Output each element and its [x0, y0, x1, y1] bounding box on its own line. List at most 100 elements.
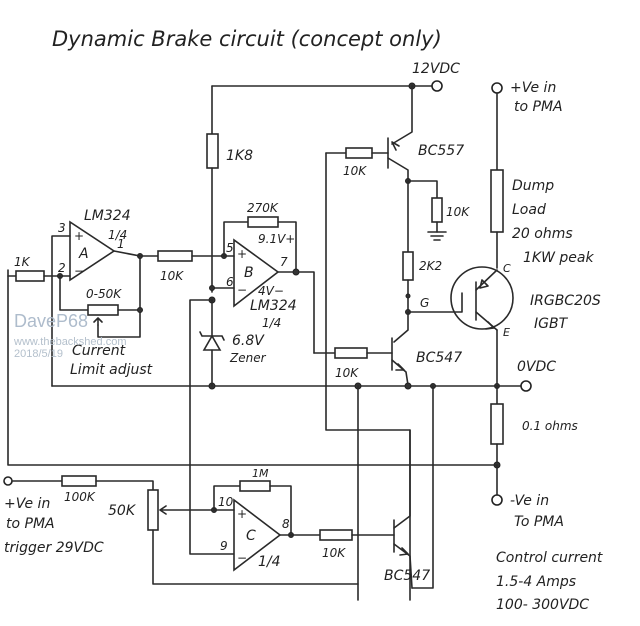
label-load-1: Dump: [512, 178, 554, 194]
opamp-b-fraction: 1/4: [262, 316, 281, 330]
opamp-b-chip: LM324: [250, 298, 297, 314]
transistor-bc547-trigger: BC547: [384, 429, 430, 589]
label-bc557-base-r: 10K: [343, 164, 367, 178]
opamp-c-pin9: 9: [220, 539, 228, 553]
pnp-arrow-icon: [391, 141, 400, 151]
resistor-10k-c: [319, 529, 353, 541]
resistor-100k: [61, 475, 97, 487]
pot-wiper-icon: [159, 505, 215, 515]
pot-0-50k: [87, 304, 119, 316]
label-1k: 1K: [14, 255, 31, 269]
label-1k8: 1K8: [226, 148, 253, 164]
transistor-bc547-gate: BC547 10K: [313, 311, 462, 386]
rail-0v: [51, 382, 498, 601]
opamp-a-chip: LM324: [84, 208, 131, 224]
label-270k: 270K: [247, 201, 279, 215]
label-trigger-2: to PMA: [6, 516, 55, 532]
label-1m: 1M: [252, 467, 269, 480]
opamp-b-pin5: 5: [226, 241, 234, 255]
label-pma-neg-1: -Ve in: [510, 493, 549, 509]
note-amps: 1.5-4 Amps: [496, 574, 576, 590]
opamp-b-vminus: 4V−: [258, 284, 284, 298]
dump-load-resistor: [490, 169, 504, 233]
trigger-input: 100K 50K +Ve in to PMA trigger 29VDC: [3, 475, 359, 585]
rail-12v: 12VDC: [211, 61, 460, 92]
label-load-3: 20 ohms: [512, 226, 573, 242]
label-shunt: 0.1 ohms: [522, 419, 578, 433]
wiper-arrow-icon: [93, 317, 103, 326]
ground-icon: [427, 231, 447, 241]
watermark-site: www.thebackshed.com: [13, 336, 127, 348]
opamp-a-fraction: 1/4: [108, 228, 127, 242]
opamp-c-pin10: 10: [218, 495, 234, 509]
zener-6v8: 6.8V Zener: [199, 299, 267, 387]
terminal-trigger[interactable]: [3, 476, 13, 486]
sense-wire: [7, 269, 498, 466]
opamp-b-pin7: 7: [280, 255, 288, 269]
label-bc547-gate: BC547: [416, 350, 462, 366]
igbt-arrow-icon: [479, 279, 489, 289]
opamp-b: 270K 5 6 7 + − B 9.1V+ 4V− LM324 1/4: [208, 201, 315, 354]
opamp-b-pin6: 6: [226, 275, 234, 289]
opamp-a-pin1: 1: [117, 237, 125, 251]
shunt-resistor: [490, 403, 504, 445]
label-pma-pos-2: to PMA: [514, 99, 563, 115]
label-current-limit-2: Limit adjust: [70, 362, 153, 378]
pot-50k: [147, 489, 159, 531]
label-current-limit-1: Current: [72, 343, 126, 359]
terminal-pma-neg[interactable]: [491, 494, 503, 506]
opamp-c-pin8: 8: [282, 517, 290, 531]
label-emitter: E: [503, 326, 510, 339]
opamp-a-unit: A: [78, 246, 89, 262]
opamp-a-minus: −: [74, 264, 84, 278]
resistor-1k-in: [15, 270, 45, 282]
label-bc547-trigger: BC547: [384, 568, 430, 584]
ref-wire-c: [189, 299, 235, 555]
opamp-c-plus: +: [237, 507, 247, 521]
terminal-pma-pos[interactable]: [491, 82, 503, 94]
label-collector: C: [503, 262, 511, 275]
label-bc557: BC557: [418, 143, 464, 159]
label-bc547-base-r: 10K: [335, 366, 359, 380]
opamp-a: + − A LM324 1/4 3 2 1 1K 0-50K 10K Curre…: [7, 208, 225, 387]
resistor-270k: [247, 216, 279, 228]
label-zener-v: 6.8V: [232, 333, 265, 349]
watermark-author: DaveP68: [14, 311, 88, 331]
opamp-c-fraction: 1/4: [258, 554, 281, 570]
label-gate: G: [420, 296, 429, 310]
label-pma-pos-1: +Ve in: [510, 80, 556, 96]
label-100k: 100K: [64, 490, 96, 504]
label-load-4: 1KW peak: [523, 250, 594, 266]
npn-arrow-icon: [395, 363, 405, 371]
label-load-2: Load: [512, 202, 546, 218]
note-control-current: Control current: [496, 550, 603, 566]
label-pulldown-10k: 10K: [446, 205, 470, 219]
label-12vdc: 12VDC: [412, 61, 460, 77]
power-column: 0VDC 0.1 ohms +Ve in to PMA Dump Load 20…: [490, 80, 594, 530]
label-trigger-1: +Ve in: [4, 496, 50, 512]
label-10k-c: 10K: [322, 546, 346, 560]
resistor-1m: [239, 480, 271, 492]
resistor-10k-a-b: [157, 250, 193, 262]
resistor-1k8: 1K8: [206, 85, 253, 293]
opamp-a-pin3: 3: [58, 221, 66, 235]
label-trigger-3: trigger 29VDC: [4, 540, 104, 556]
terminal-0vdc[interactable]: [520, 380, 532, 392]
label-10k-a-b: 10K: [160, 269, 184, 283]
opamp-b-plus: +: [237, 247, 247, 261]
note-voltage: 100- 300VDC: [496, 597, 589, 613]
opamp-a-pin2: 2: [58, 261, 66, 275]
label-igbt: IGBT: [534, 316, 569, 332]
resistor-2k2: 2K2 G: [402, 180, 442, 315]
opamp-c-unit: C: [246, 528, 256, 544]
opamp-b-vplus: 9.1V+: [258, 232, 295, 246]
label-2k2: 2K2: [419, 259, 442, 273]
label-0vdc: 0VDC: [517, 359, 556, 375]
watermark-date: 2018/5/19: [14, 348, 63, 360]
terminal-12v[interactable]: [431, 80, 443, 92]
opamp-a-plus: +: [74, 229, 84, 243]
npn-arrow-icon-2: [399, 547, 409, 556]
label-igbt-part: IRGBC20S: [530, 293, 601, 309]
bc557-pulldown: 10K: [405, 178, 470, 241]
